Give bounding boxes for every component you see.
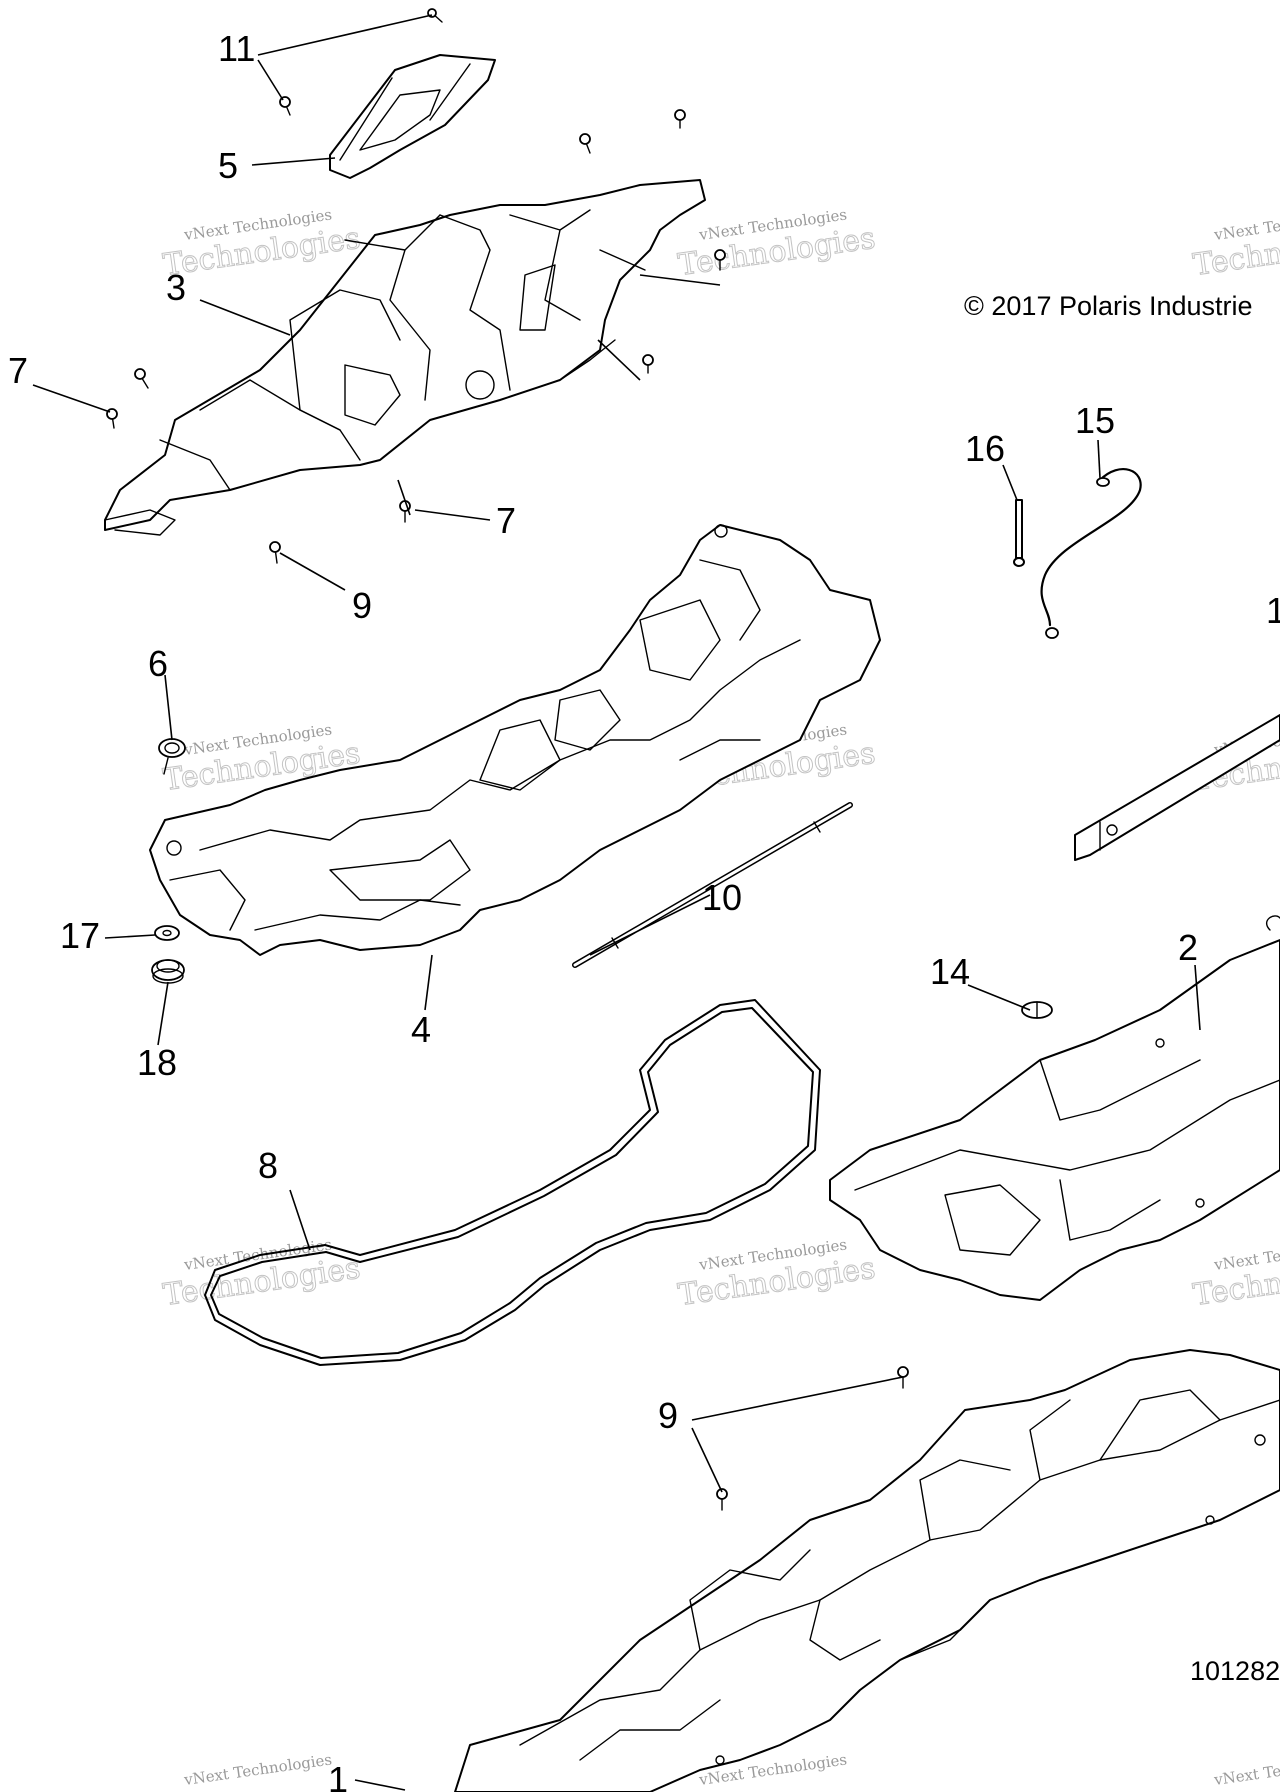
part-5-bracket [329,54,496,179]
screw-7b [399,500,411,523]
screw-11b [279,96,291,116]
callout-15: 15 [1075,400,1115,441]
callout-4: 4 [411,1009,431,1050]
washer-17 [154,925,180,941]
callout-16: 16 [965,428,1005,469]
callout-2: 2 [1178,927,1198,968]
copyright-notice: © 2017 Polaris Industrie [964,291,1253,321]
part-bracket-strip [1074,714,1280,861]
watermark: vNext Technologies [182,1750,333,1789]
screw [579,133,591,154]
part-2-tray [829,915,1280,1301]
callout-8: 8 [258,1145,278,1186]
watermark-line1: vNext Technologies [182,1750,333,1789]
callout-labels: 11 5 3 7 7 9 6 17 18 4 10 8 9 14 2 16 15… [8,28,1280,1792]
screw [134,368,149,389]
watermark: vNext Technologies Technologies [1190,205,1280,283]
part-4-floor-panel [149,524,881,956]
watermark: vNext Technologies Technologies [160,1235,362,1313]
part-3-upper-cover [104,179,706,536]
screw-9c [716,1488,728,1511]
grommet-18 [151,959,185,984]
screw [642,354,654,374]
callout-7-left: 7 [8,350,28,391]
callout-1-right: 1 [1266,590,1280,631]
callout-6: 6 [148,643,168,684]
plug-14 [1021,1001,1053,1019]
watermark: vNext Technologies [1212,1750,1280,1789]
callout-5: 5 [218,145,238,186]
callout-14: 14 [930,951,970,992]
callout-18: 18 [137,1042,177,1083]
watermark-line1: vNext Technologies [1212,1750,1280,1789]
part-8-seal [204,999,821,1366]
leader-lines [32,14,1201,1791]
screw-9a [269,541,281,564]
callout-7-right: 7 [496,500,516,541]
callout-17: 17 [60,915,100,956]
watermark: vNext Technologies Technologies [1190,1235,1280,1313]
part-10-rod [572,802,853,968]
screw [674,109,686,129]
callout-11: 11 [218,28,255,69]
callout-9-top: 9 [352,585,372,626]
screw [714,249,726,271]
callout-10: 10 [702,877,742,918]
callout-3: 3 [166,267,186,308]
diagram-number: 101282 [1190,1656,1280,1686]
callout-9-bottom: 9 [658,1395,678,1436]
watermark: vNext Technologies Technologies [160,205,362,283]
fastener-group [106,8,1053,1511]
watermark: vNext Technologies Technologies [675,205,877,283]
grommet-6 [158,738,186,775]
part-16-pin [1013,499,1025,567]
watermark: vNext Technologies Technologies [675,1235,877,1313]
part-15-cable [1040,468,1142,639]
part-1-lower-body [454,1349,1280,1792]
callout-1-bottom: 1 [328,1759,348,1792]
